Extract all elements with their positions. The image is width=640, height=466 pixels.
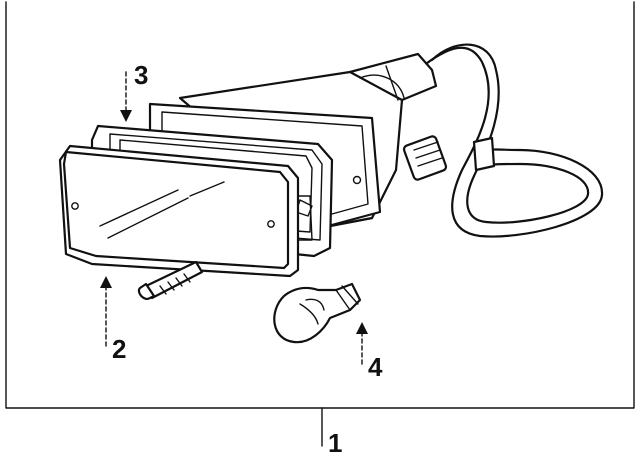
wire-harness bbox=[402, 43, 604, 238]
callout-leaders bbox=[100, 71, 368, 447]
callout-label-2: 2 bbox=[112, 334, 126, 364]
assembly-frame bbox=[5, 1, 635, 409]
lens-screw bbox=[137, 260, 204, 300]
callout-label-4: 4 bbox=[368, 352, 383, 382]
callout-label-1: 1 bbox=[328, 428, 342, 458]
harness-connector bbox=[402, 135, 448, 181]
lens-part-2 bbox=[58, 144, 313, 278]
bulb-part-4 bbox=[273, 282, 362, 344]
callout-label-3: 3 bbox=[134, 60, 148, 90]
